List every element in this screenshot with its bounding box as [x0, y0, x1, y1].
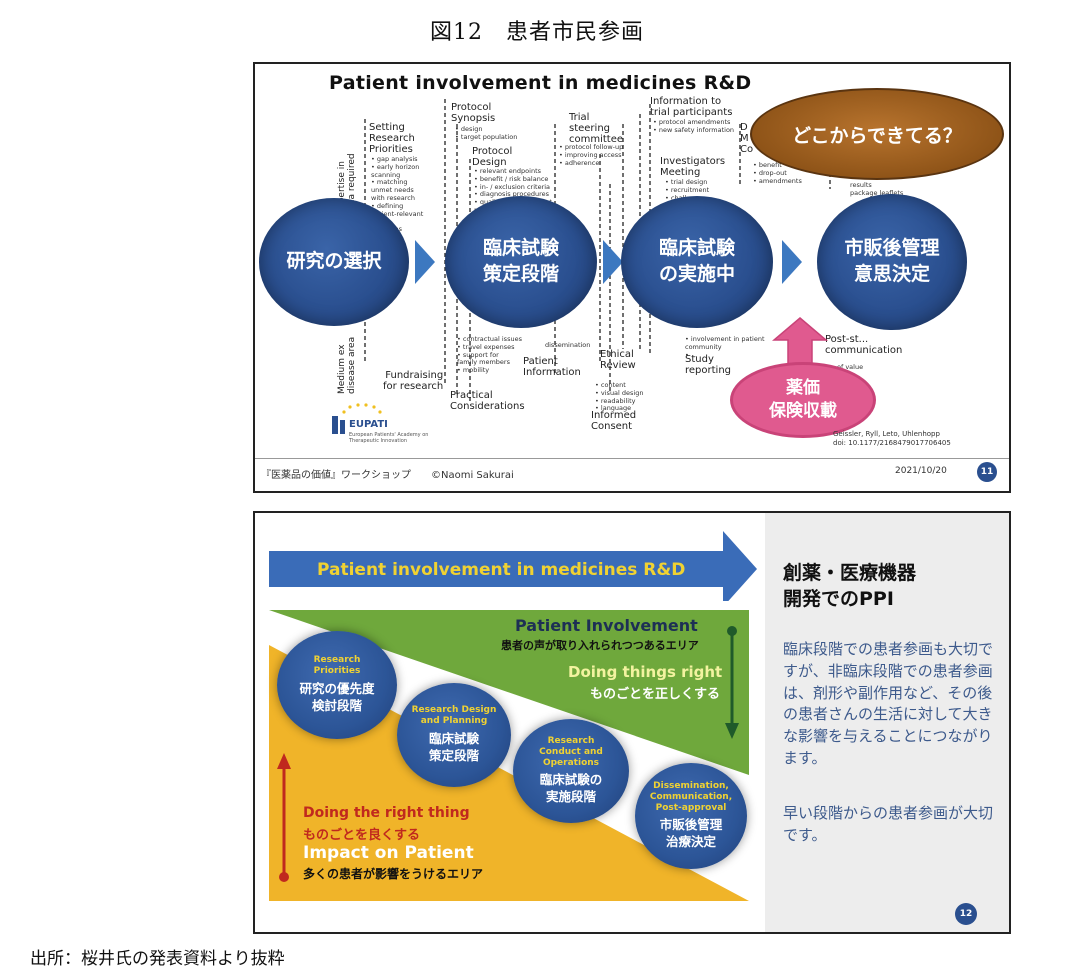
- label-dmc: D M Co: [740, 122, 754, 156]
- informed-bullets: • content • visual design • readability …: [595, 381, 644, 413]
- stage-3-jp: 臨床試験の 実施段階: [539, 772, 603, 805]
- stage-3-en: Research Conduct and Operations: [539, 735, 603, 768]
- source-note: 出所：桜井氏の発表資料より抜粋: [30, 949, 285, 969]
- community-bullets: • involvement in patient community • ...: [685, 335, 765, 359]
- stage-research-priorities: Research Priorities 研究の優先度 検討段階: [277, 631, 397, 739]
- label-fundraising: Fundraising for research: [383, 370, 444, 393]
- practical-bullets: • contractual issues • travel expenses •…: [457, 335, 522, 375]
- slide-1: Patient involvement in medicines R&D exp…: [253, 62, 1011, 493]
- right-panel-body: 臨床段階での患者参画も大切ですが、非臨床段階での患者参画は、剤形や副作用など、そ…: [783, 640, 994, 767]
- synopsis-bullets: • design • target population: [455, 125, 518, 141]
- down-arrow-icon: [725, 626, 739, 739]
- patient-involvement-title: Patient Involvement: [515, 616, 698, 635]
- label-patient-information: Patient Information: [523, 356, 581, 379]
- citation: Geissler, Ryll, Leto, Uhlenhopp doi: 10.…: [833, 430, 951, 448]
- up-arrow-red-icon: [277, 753, 291, 882]
- footer-left: 『医薬品の価値』ワークショップ ©Naomi Sakurai: [261, 470, 514, 481]
- label-investigators: Investigators Meeting: [660, 156, 726, 179]
- stage-4-jp: 市販後管理 治療決定: [659, 817, 723, 850]
- steering-bullets: • protocol follow-up • improving access …: [559, 143, 624, 167]
- label-trial-steering: Trial steering committee: [569, 112, 624, 146]
- right-panel-body2: 早い段階からの患者参画が大切です。: [783, 804, 994, 844]
- footer-divider: [255, 458, 1009, 459]
- label-post-study: Post-st... communication: [825, 334, 903, 357]
- label-medium: Medium ex disease area: [337, 336, 358, 394]
- arrow-label: Patient involvement in medicines R&D: [317, 560, 686, 580]
- label-practical: Practical Considerations: [450, 390, 525, 413]
- stage-1-en: Research Priorities: [313, 655, 361, 677]
- page-number-12: 12: [955, 903, 977, 925]
- label-ethical-review: Ethical Review: [600, 349, 636, 372]
- stage-research-design: Research Design and Planning 臨床試験 策定段階: [397, 683, 511, 787]
- slide-2: Patient involvement in medicines R&D Pat…: [253, 511, 1011, 934]
- stage-2-en: Research Design and Planning: [411, 705, 497, 727]
- callout-text: どこからできてる？: [792, 124, 962, 147]
- results-label: results package leaflets: [850, 181, 904, 197]
- doing-the-right-thing-jp: ものごとを良くする: [303, 828, 421, 843]
- label-study-reporting: Study reporting: [685, 354, 732, 377]
- label-info-trial: Information to trial participants: [650, 96, 733, 119]
- up-arrow-icon: [772, 317, 828, 365]
- doing-the-right-thing: Doing the right thing: [303, 805, 470, 821]
- circle-trial-conduct: 臨床試験 の実施中: [621, 196, 773, 328]
- drug-price-text: 薬価 保険収載: [769, 378, 837, 421]
- eupati-logo: [332, 403, 382, 434]
- circle-trial-planning: 臨床試験 策定段階: [445, 196, 597, 328]
- callout-where-from: どこからできてる？: [750, 88, 1004, 180]
- circle-post-market: 市販後管理 意思決定: [817, 194, 967, 330]
- stage-2-jp: 臨床試験 策定段階: [428, 730, 479, 763]
- callout-drug-price: 薬価 保険収載: [730, 362, 876, 438]
- dmc-bullets: • benefit • drop-out • amendments: [753, 161, 802, 185]
- stage-4-en: Dissemination, Communication, Post-appro…: [649, 780, 733, 813]
- circle-research-selection: 研究の選択: [259, 198, 409, 326]
- circle-4-label: 市販後管理 意思決定: [844, 237, 940, 285]
- page-number-11: 11: [977, 462, 997, 482]
- footer-date: 2021/10/20: [895, 466, 947, 476]
- chevron-3-icon: [782, 240, 802, 284]
- circle-2-label: 臨床試験 策定段階: [482, 237, 559, 285]
- impact-on-patient: Impact on Patient: [303, 843, 474, 863]
- right-panel-title: 創薬・医療機器 開発でのPPI: [783, 562, 917, 610]
- doing-things-right-jp: ものごとを正しくする: [590, 687, 721, 702]
- patient-involvement-jp: 患者の声が取り入れられつつあるエリア: [501, 639, 699, 652]
- info-bullets: • protocol amendments • new safety infor…: [653, 118, 735, 134]
- circle-3-label: 臨床試験 の実施中: [658, 237, 735, 285]
- chevron-1-icon: [415, 240, 435, 284]
- rd-arrow-icon: [269, 531, 757, 601]
- doing-things-right: Doing things right: [568, 663, 723, 681]
- label-protocol-synopsis: Protocol Synopsis: [451, 102, 496, 125]
- stage-research-conduct: Research Conduct and Operations 臨床試験の 実施…: [513, 719, 629, 823]
- circle-1-label: 研究の選択: [286, 250, 382, 273]
- slide1-title: Patient involvement in medicines R&D: [329, 72, 752, 94]
- figure-title: 図12 患者市民参画: [430, 20, 644, 45]
- stage-dissemination: Dissemination, Communication, Post-appro…: [635, 763, 747, 869]
- eupati-subtitle: European Patients' Academy on Therapeuti…: [349, 432, 429, 444]
- right-panel: 創薬・医療機器 開発でのPPI 臨床段階での患者参画も大切ですが、非臨床段階での…: [765, 513, 1009, 932]
- eupati-name: EUPATI: [349, 419, 388, 430]
- label-setting-priorities: Setting Research Priorities: [369, 122, 415, 156]
- label-informed-consent: Informed Consent: [591, 410, 637, 433]
- impact-on-patient-jp: 多くの患者が影響をうけるエリア: [303, 867, 484, 881]
- chevron-2-icon: [603, 240, 623, 284]
- label-dissemination: dissemination: [545, 341, 591, 349]
- label-protocol-design: Protocol Design: [472, 146, 513, 169]
- stage-1-jp: 研究の優先度 検討段階: [299, 680, 375, 713]
